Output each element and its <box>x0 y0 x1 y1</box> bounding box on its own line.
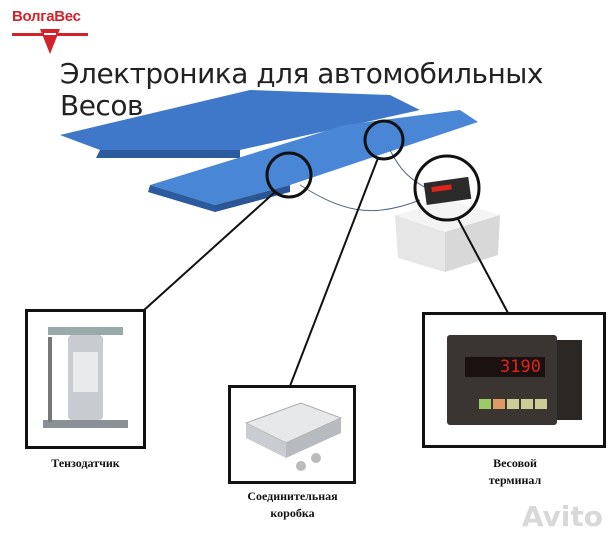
highlight-circle-junction-box <box>363 119 405 161</box>
title-line-1: Электроника для автомобильных <box>60 57 543 90</box>
leader-line-terminal <box>457 218 509 314</box>
leader-line-junction-box <box>289 157 379 387</box>
terminal-label-line-2: терминал <box>488 473 542 487</box>
load-cell-frame <box>25 309 146 449</box>
terminal-panel: 3190 <box>447 335 557 425</box>
title-line-2: Весов <box>60 89 143 122</box>
highlight-circle-terminal <box>413 154 481 222</box>
terminal-housing <box>557 340 582 420</box>
terminal-display: 3190 <box>465 357 545 377</box>
load-cell-image <box>43 327 128 428</box>
weighing-platform-right <box>148 110 478 212</box>
weighing-platform-left <box>60 90 420 158</box>
terminal-key <box>521 399 533 409</box>
terminal-key <box>479 399 491 409</box>
terminal-key <box>507 399 519 409</box>
terminal-key <box>493 399 505 409</box>
weighing-terminal-frame: 3190 <box>422 312 606 448</box>
leader-line-load-cell <box>142 191 276 312</box>
terminal-key <box>535 399 547 409</box>
load-cell-label: Тензодатчик <box>51 456 120 470</box>
terminal-label-line-1: Весовой <box>493 456 537 470</box>
junction-box-image <box>244 402 343 471</box>
logo: ВолгаВес <box>0 0 100 60</box>
junction-box-label-line-2: коробка <box>270 506 315 520</box>
logo-scale-icon <box>12 29 88 54</box>
logo-text: ВолгаВес <box>12 8 81 25</box>
avito-watermark: Avito <box>521 500 603 533</box>
terminal-stand <box>395 176 500 272</box>
junction-box-label-line-1: Соединительная <box>247 489 338 503</box>
junction-box-frame <box>228 385 356 484</box>
highlight-circle-load-cell <box>265 151 313 199</box>
